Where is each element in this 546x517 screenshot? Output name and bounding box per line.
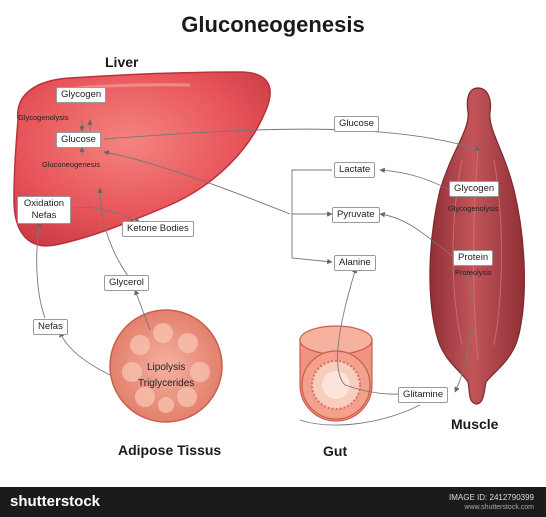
- lactate-box: Lactate: [334, 162, 375, 178]
- site-url-text: www.shutterstock.com: [449, 503, 534, 513]
- diagram-graphics: [0, 0, 546, 487]
- liver-glycogenolysis-label: Glycogenolysis: [18, 113, 68, 122]
- image-id-block: IMAGE ID: 2412790399 www.shutterstock.co…: [449, 493, 534, 513]
- muscle-proteolysis-label: Proteolysis: [455, 268, 492, 277]
- gut-shape: [300, 326, 372, 421]
- liver-glucose-box: Glucose: [56, 132, 101, 148]
- triglycerides-label: Triglycerides: [138, 378, 194, 389]
- liver-glycogen-box: Glycogen: [56, 87, 106, 103]
- diagram-title: Gluconeogenesis: [0, 12, 546, 38]
- muscle-protein-box: Protein: [453, 250, 493, 266]
- liver-gluconeogenesis-label: Gluconeogenesis: [42, 160, 100, 169]
- lipolysis-label: Lipolysis: [147, 362, 185, 373]
- image-id-text: IMAGE ID: 2412790399: [449, 493, 534, 503]
- alanine-box: Alanine: [334, 255, 376, 271]
- footer-bar: shutterstock IMAGE ID: 2412790399 www.sh…: [0, 487, 546, 517]
- muscle-glycogen-box: Glycogen: [449, 181, 499, 197]
- glucose-box: Glucose: [334, 116, 379, 132]
- pyruvate-box: Pyruvate: [332, 207, 380, 223]
- muscle-label: Muscle: [451, 416, 498, 432]
- liver-label: Liver: [105, 54, 138, 70]
- adipose-tissue-label: Adipose Tissus: [118, 442, 221, 458]
- glitamine-box: Glitamine: [398, 387, 448, 403]
- ketone-bodies-box: Ketone Bodies: [122, 221, 194, 237]
- muscle-glycogenolysis-label: Glycogenolysis: [448, 204, 498, 213]
- shutterstock-logo: shutterstock: [10, 493, 100, 510]
- gut-label: Gut: [323, 443, 347, 459]
- oxidation-nefas-box: Oxidation Nefas: [17, 196, 71, 224]
- nefas-box: Nefas: [33, 319, 68, 335]
- glycerol-box: Glycerol: [104, 275, 149, 291]
- diagram-canvas: Gluconeogenesis Liver Muscle Gut Adipose…: [0, 0, 546, 487]
